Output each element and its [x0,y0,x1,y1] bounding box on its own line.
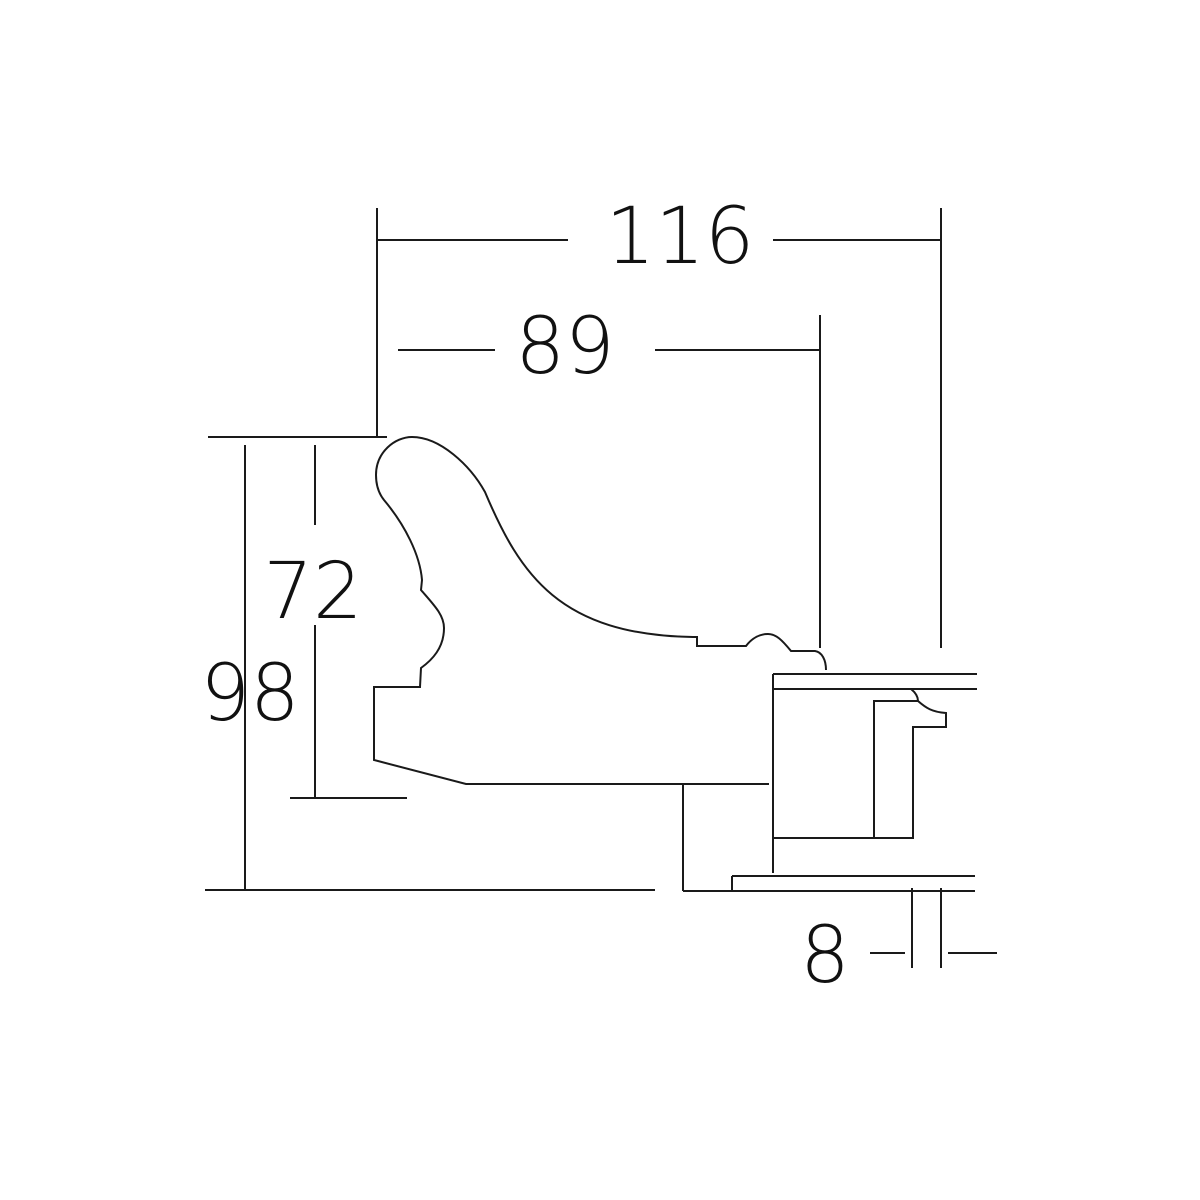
dimension-72: 72 [263,445,407,799]
dimension-label-72: 72 [263,547,362,637]
dimension-label-98: 98 [200,649,299,739]
dimension-89: 89 [398,302,821,648]
dimension-label-8: 8 [800,911,850,1001]
dimension-8: 8 [800,888,997,1001]
glazing-assembly [682,673,977,892]
frame-profile-outline [373,436,827,785]
dimension-116: 116 [376,192,942,648]
dimension-98: 98 [200,436,655,891]
dimension-label-89: 89 [515,302,614,392]
dimension-label-116: 116 [606,192,755,282]
